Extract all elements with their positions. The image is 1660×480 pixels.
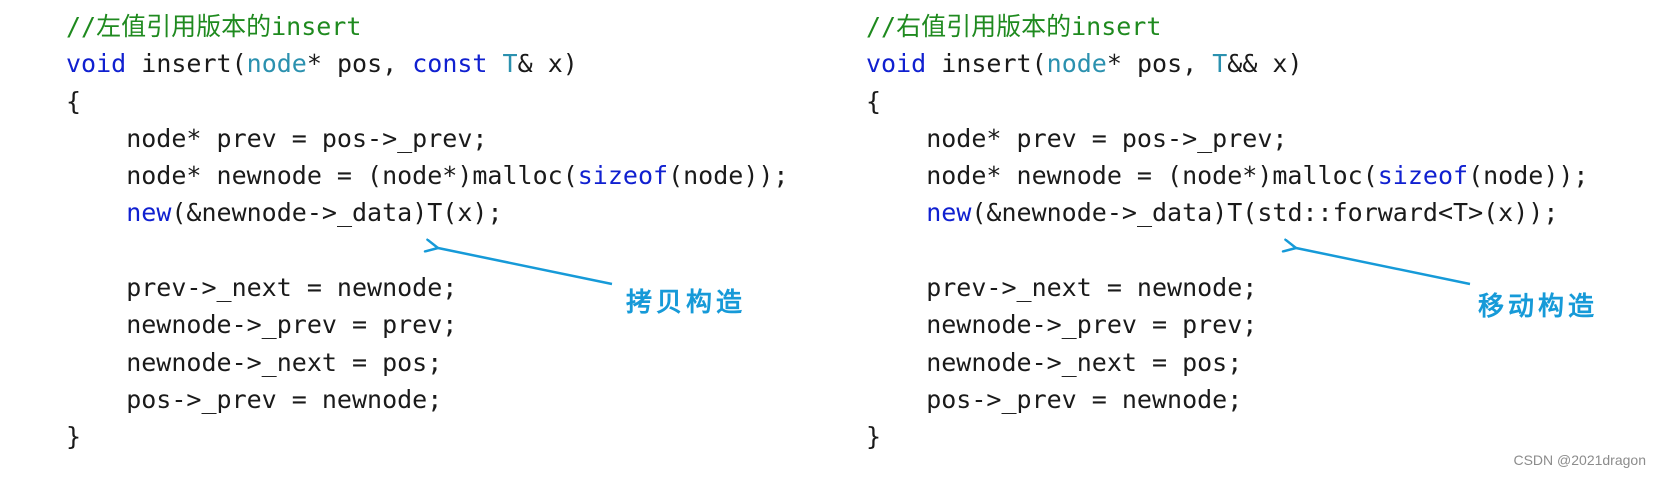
code-token-plain: * pos, [1106, 49, 1213, 79]
left-code-line: new(&newnode->_data)T(x); [66, 194, 788, 231]
left-code-line: newnode->_next = pos; [66, 344, 788, 381]
code-token-keyword: sizeof [577, 161, 669, 191]
code-token-plain: { [866, 86, 882, 116]
left-code-line: node* prev = pos->_prev; [66, 120, 788, 157]
code-token-keyword: new [926, 198, 972, 228]
code-token-keyword: void [66, 49, 127, 79]
code-token-plain: newnode->_prev = prev; [866, 310, 1258, 340]
code-token-plain: newnode->_next = pos; [66, 347, 443, 377]
code-token-comment: //右值引用版本的insert [866, 12, 1162, 41]
right-code-line: } [866, 418, 1588, 455]
code-token-plain: node* prev = pos->_prev; [866, 123, 1288, 153]
code-token-plain: && x) [1227, 49, 1303, 79]
left-code-line: { [66, 83, 788, 120]
code-token-keyword: sizeof [1377, 161, 1469, 191]
right-code-line: node* prev = pos->_prev; [866, 120, 1588, 157]
code-token-plain: prev->_next = newnode; [66, 273, 458, 303]
code-token-plain: insert( [926, 49, 1047, 79]
left-code-line: pos->_prev = newnode; [66, 381, 788, 418]
right-code-line: newnode->_next = pos; [866, 344, 1588, 381]
left-code-line: } [66, 418, 788, 455]
code-token-plain: & x) [517, 49, 578, 79]
left-code-line: newnode->_prev = prev; [66, 306, 788, 343]
code-token-keyword: void [866, 49, 927, 79]
left-code-line: node* newnode = (node*)malloc(sizeof(nod… [66, 157, 788, 194]
left-code-snippet: //左值引用版本的insert void insert(node* pos, co… [66, 8, 788, 456]
code-token-plain: (node)); [668, 161, 789, 191]
code-token-plain: node* newnode = (node*)malloc( [866, 161, 1378, 191]
code-token-plain: newnode->_next = pos; [866, 347, 1243, 377]
code-token-plain: node* newnode = (node*)malloc( [66, 161, 578, 191]
code-token-comment: //左值引用版本的insert [66, 12, 362, 41]
code-token-plain: node* prev = pos->_prev; [66, 123, 488, 153]
move-construct-arrow-icon [1296, 248, 1471, 286]
right-code-line: pos->_prev = newnode; [866, 381, 1588, 418]
code-token-keyword: new [126, 198, 172, 228]
left-code-line: void insert(node* pos, const T& x) [66, 45, 788, 82]
copy-construct-annotation: 拷贝构造 [626, 288, 747, 318]
right-code-line: //右值引用版本的insert [866, 8, 1588, 45]
code-token-plain: pos->_prev = newnode; [66, 384, 443, 414]
code-token-plain: insert( [126, 49, 247, 79]
right-code-line: prev->_next = newnode; [866, 269, 1588, 306]
code-token-plain: { [66, 86, 82, 116]
code-token-plain: (node)); [1468, 161, 1589, 191]
code-token-keyword: const [412, 49, 488, 79]
code-token-plain: (&newnode->_data)T(x); [171, 198, 503, 228]
code-token-type: node [1046, 49, 1107, 79]
copy-construct-arrow-icon [438, 248, 613, 286]
code-token-type: T [1212, 49, 1228, 79]
move-construct-annotation: 移动构造 [1478, 292, 1599, 322]
code-token-plain: newnode->_prev = prev; [66, 310, 458, 340]
right-code-snippet: //右值引用版本的insert void insert(node* pos, T&… [866, 8, 1588, 456]
left-code-line: //左值引用版本的insert [66, 8, 788, 45]
code-token-plain: (&newnode->_data)T(std::forward<T>(x)); [971, 198, 1559, 228]
code-token-type: node [246, 49, 307, 79]
right-code-line: node* newnode = (node*)malloc(sizeof(nod… [866, 157, 1588, 194]
left-code-line: prev->_next = newnode; [66, 269, 788, 306]
code-token-plain: * pos, [306, 49, 413, 79]
right-code-line: newnode->_prev = prev; [866, 306, 1588, 343]
code-token-plain: } [66, 422, 82, 452]
code-token-plain: } [866, 422, 882, 452]
right-code-line: void insert(node* pos, T&& x) [866, 45, 1588, 82]
code-token-plain: pos->_prev = newnode; [866, 384, 1243, 414]
code-token-type: T [502, 49, 518, 79]
right-code-line: new(&newnode->_data)T(std::forward<T>(x)… [866, 194, 1588, 231]
right-code-line: { [866, 83, 1588, 120]
csdn-watermark: CSDN @2021dragon [1513, 452, 1646, 468]
code-token-plain: prev->_next = newnode; [866, 273, 1258, 303]
